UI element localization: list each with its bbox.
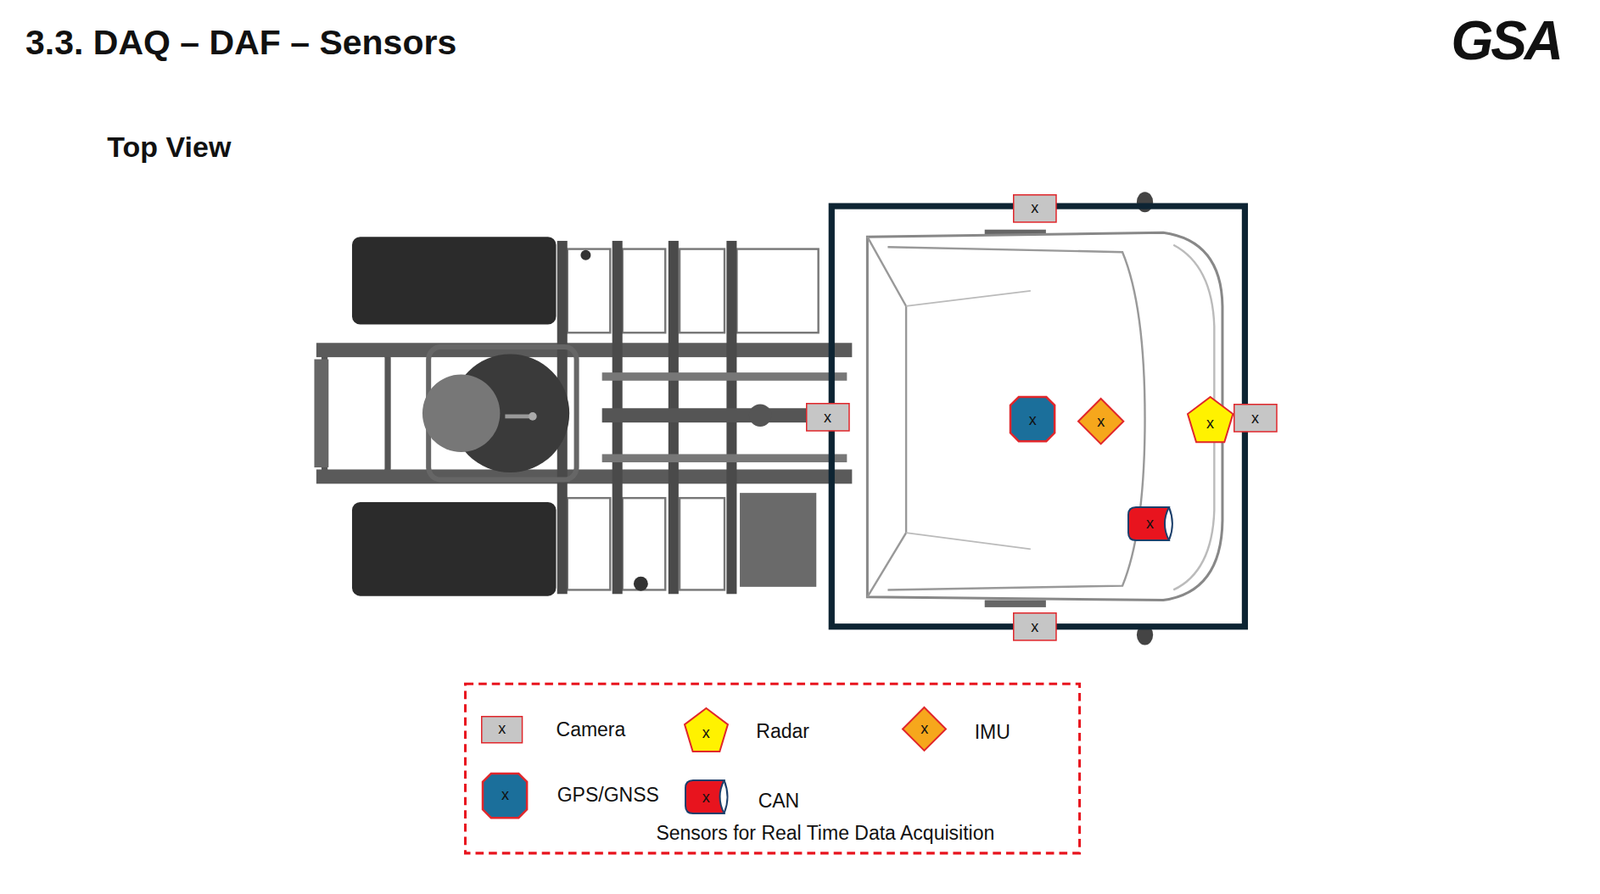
camera-marker: x: [1233, 403, 1278, 433]
view-label: Top View: [106, 132, 231, 164]
swatch-mark: x: [497, 721, 506, 739]
sensor-mark: x: [1206, 415, 1214, 431]
swatch-mark: x: [920, 721, 929, 739]
legend-label: CAN: [758, 790, 800, 812]
swatch-mark: x: [702, 789, 711, 807]
sensor-mark: x: [1029, 412, 1037, 428]
legend-label: Radar: [755, 721, 810, 743]
logo-text: GSA: [1450, 11, 1561, 71]
camera-marker: x: [1012, 194, 1058, 224]
radar-marker: x: [1186, 396, 1234, 443]
imu-marker: x: [1077, 397, 1125, 445]
sensor-mark: x: [823, 409, 832, 426]
sensor-mark: x: [1146, 515, 1154, 532]
gps-marker: x: [1009, 396, 1056, 442]
can-marker: x: [1127, 506, 1173, 542]
slide-title: 3.3. DAQ – DAF – Sensors: [25, 23, 457, 62]
sensor-mark: x: [1030, 619, 1039, 635]
legend-label: IMU: [974, 721, 1011, 744]
sensor-mark: x: [1030, 200, 1039, 216]
legend-caption: Sensors for Real Time Data Acquisition: [655, 822, 995, 845]
legend-label: Camera: [556, 720, 627, 742]
camera-marker: x: [805, 402, 851, 432]
swatch-mark: x: [501, 788, 510, 806]
sensor-mark: x: [1251, 410, 1259, 426]
legend-label: GPS/GNSS: [557, 785, 660, 807]
sensor-mark: x: [1096, 413, 1105, 430]
swatch-mark: x: [702, 725, 711, 743]
camera-marker: x: [1012, 612, 1058, 642]
